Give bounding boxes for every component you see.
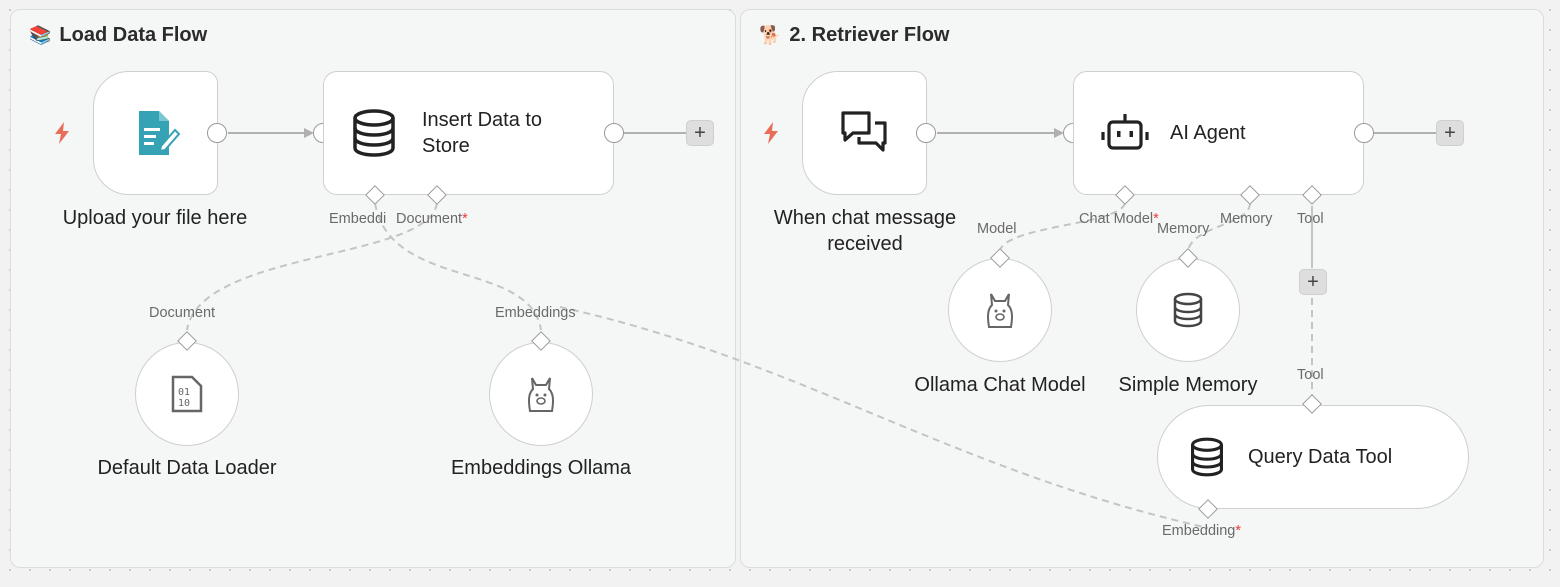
chat-bubbles-icon xyxy=(840,111,887,152)
database-icon xyxy=(1173,292,1203,328)
chat-trigger-node[interactable] xyxy=(802,71,927,195)
simple-memory-node[interactable] xyxy=(1136,258,1240,362)
database-icon xyxy=(1191,437,1223,477)
ollama-chat-model-label: Ollama Chat Model xyxy=(914,374,1086,396)
upload-file-label: Upload your file here xyxy=(62,207,248,229)
chat-trigger-label: When chat message received xyxy=(773,207,957,255)
memory-port-label: Memory xyxy=(1157,221,1210,237)
chat-trigger-bolt-icon xyxy=(764,122,778,144)
ai-agent-title: AI Agent xyxy=(1170,122,1246,144)
tool-add-button[interactable]: + xyxy=(1299,269,1327,295)
robot-icon xyxy=(1101,114,1149,150)
trigger-bolt-icon xyxy=(55,122,69,144)
llama-icon xyxy=(528,377,554,412)
embeddings-ollama-node[interactable] xyxy=(489,342,593,446)
chat-trigger-output-port[interactable] xyxy=(916,123,936,143)
llama-icon xyxy=(987,293,1013,328)
query-tool-port-label: Tool xyxy=(1297,367,1324,383)
svg-text:10: 10 xyxy=(178,398,190,409)
simple-memory-label: Simple Memory xyxy=(1118,374,1258,396)
books-icon: 📚 xyxy=(29,25,52,45)
query-data-tool-node[interactable]: Query Data Tool xyxy=(1157,405,1469,509)
query-embedding-port-label: Embedding* xyxy=(1162,523,1242,539)
agent-memory-label: Memory xyxy=(1220,211,1273,227)
embeddings-port-label: Embeddings xyxy=(495,305,576,321)
insert-output-port[interactable] xyxy=(604,123,624,143)
ai-agent-node[interactable]: AI Agent xyxy=(1073,71,1364,195)
upload-output-port[interactable] xyxy=(207,123,227,143)
insert-data-store-title: Insert Data to Store xyxy=(422,109,543,157)
form-icon xyxy=(138,111,180,155)
binary-file-icon: 01 10 xyxy=(171,375,203,413)
default-data-loader-node[interactable]: 01 10 xyxy=(135,342,239,446)
retriever-flow-title: 🐕 2. Retriever Flow xyxy=(759,24,949,47)
agent-chat-model-label: Chat Model* xyxy=(1079,211,1159,227)
dog-icon: 🐕 xyxy=(759,25,782,45)
insert-embedding-port-label: Embeddi xyxy=(329,211,387,227)
ollama-chat-model-node[interactable] xyxy=(948,258,1052,362)
default-data-loader-label: Default Data Loader xyxy=(97,457,277,479)
load-flow-title: 📚 Load Data Flow xyxy=(29,24,207,47)
insert-add-next-button[interactable]: + xyxy=(686,120,714,146)
svg-text:01: 01 xyxy=(178,387,190,398)
load-flow-title-text: Load Data Flow xyxy=(59,24,208,46)
embeddings-ollama-label: Embeddings Ollama xyxy=(450,457,632,479)
agent-add-next-button[interactable]: + xyxy=(1436,120,1464,146)
insert-document-port-label: Document* xyxy=(396,211,468,227)
agent-output-port[interactable] xyxy=(1354,123,1374,143)
query-data-tool-title: Query Data Tool xyxy=(1248,446,1393,468)
loader-port-label: Document xyxy=(149,305,216,321)
retriever-flow-title-text: 2. Retriever Flow xyxy=(789,24,950,46)
upload-file-node[interactable] xyxy=(93,71,218,195)
ollama-chat-port-label: Model xyxy=(977,221,1017,237)
agent-tool-label: Tool xyxy=(1297,211,1324,227)
insert-data-store-node[interactable]: Insert Data to Store xyxy=(323,71,614,195)
database-icon xyxy=(353,109,395,157)
